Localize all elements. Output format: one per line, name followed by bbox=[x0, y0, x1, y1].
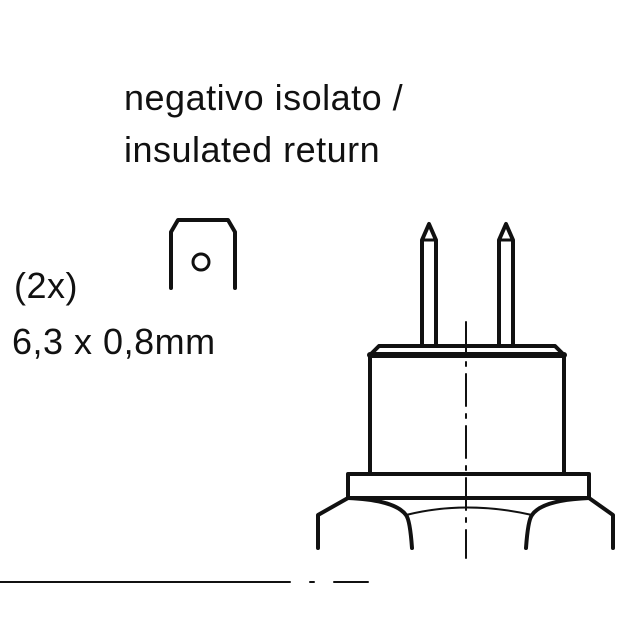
terminal-count-label: (2x) bbox=[14, 265, 78, 306]
title-english: insulated return bbox=[124, 129, 381, 170]
title-italian: negativo isolato / bbox=[124, 77, 404, 118]
spade-terminal-detail bbox=[169, 218, 237, 290]
terminal-pin-left bbox=[420, 222, 438, 348]
hex-nut bbox=[316, 496, 615, 550]
terminal-pin-right bbox=[497, 222, 515, 348]
terminal-size-label: 6,3 x 0,8mm bbox=[12, 321, 216, 362]
sender-flange bbox=[346, 472, 591, 500]
